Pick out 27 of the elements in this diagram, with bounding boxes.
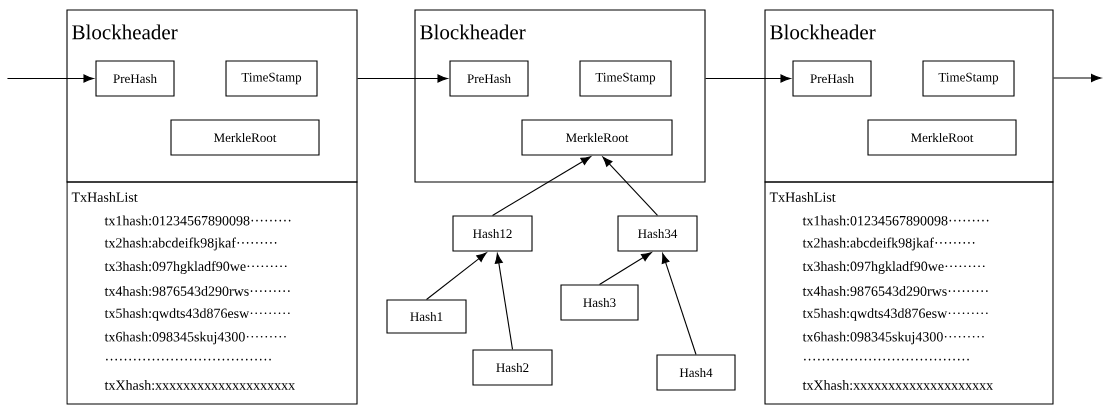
arrow (6, 74, 94, 83)
field-box: Hash1 (386, 299, 467, 334)
hash-list-box: TxHashList tx1hash:01234567890098········· tx2hash:abcdeifk98jkaf········· tx3hash:097hgkladf90we········· tx4hash:9876543d290rws········· tx5hash:qwdts43d876esw········· tx6hash:098345skuj4300········· ···································· txXhash:xxxxxxxxxxxxxxxxxxxx (764, 181, 1054, 405)
arrow (661, 253, 697, 355)
field-box: MerkleRoot (867, 119, 1017, 156)
hash-list-box: TxHashList tx1hash:01234567890098········· tx2hash:abcdeifk98jkaf········· tx3hash:097hgkladf90we········· tx4hash:9876543d290rws········· tx5hash:qwdts43d876esw········· tx6hash:098345skuj4300········· ···································· txXhash:xxxxxxxxxxxxxxxxxxxx (66, 181, 358, 405)
arrow (602, 156, 659, 216)
field-box: Hash4 (656, 354, 736, 391)
field-box: PreHash (449, 60, 529, 97)
field-box: TimeStamp (225, 60, 318, 97)
arrow (357, 74, 448, 83)
arrow (494, 253, 514, 350)
arrow (491, 156, 592, 216)
arrow (598, 252, 652, 285)
arrow (705, 74, 791, 83)
field-box: MerkleRoot (521, 119, 673, 156)
field-box: TimeStamp (579, 60, 672, 97)
field-box: Hash2 (472, 349, 553, 386)
field-box: PreHash (95, 60, 175, 97)
field-box: Hash3 (560, 284, 639, 321)
arrow (1053, 73, 1102, 83)
field-box: MerkleRoot (170, 119, 320, 156)
field-box: TimeStamp (922, 60, 1015, 97)
field-box: Hash12 (452, 215, 533, 252)
field-box: Hash34 (617, 215, 698, 252)
arrow (425, 252, 487, 300)
field-box: PreHash (792, 60, 872, 97)
